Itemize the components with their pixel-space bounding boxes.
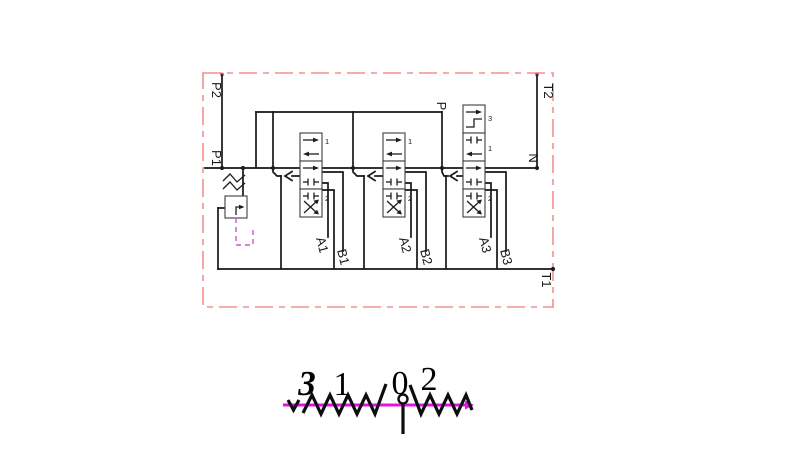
- boundary-box: [202, 72, 554, 308]
- pilot-line: [235, 218, 254, 246]
- valve-1-body: [299, 132, 323, 218]
- selector-position-label-1: 1: [334, 366, 351, 403]
- valve-1-pos-digit: 1: [325, 137, 329, 146]
- port-label-t1: T1: [539, 272, 554, 287]
- valve-3-pos-digit: 3: [488, 114, 492, 123]
- work-port-label-a2: A2: [396, 235, 415, 254]
- check-valve-icon: [284, 170, 301, 182]
- valve-3-pos-digit: 2: [488, 194, 492, 203]
- detent-icon: [286, 399, 301, 414]
- port-label-t2: T2: [541, 83, 556, 98]
- selector-position-label-2: 2: [421, 361, 438, 398]
- valve-2-pos-digit: 2: [408, 194, 412, 203]
- junction-dots: [219, 165, 556, 272]
- spool-selector-symbol: 3 1 0 2: [283, 361, 474, 434]
- work-port-label-b2: B2: [417, 247, 436, 266]
- valve-2-body: [382, 132, 406, 218]
- work-port-labels: A1 B1 A2 B2 A3 B3: [313, 235, 516, 266]
- valve-2-pos-digit: 1: [408, 137, 412, 146]
- valve-1-lines: [272, 167, 344, 269]
- work-port-label-b3: B3: [497, 247, 516, 266]
- left-spring-icon: [301, 383, 388, 419]
- work-port-label-a1: A1: [313, 235, 332, 254]
- port-label-p1: P1: [209, 150, 224, 166]
- valve-3-pos-digit: 1: [488, 144, 492, 153]
- valve-3-body: [462, 104, 486, 218]
- work-port-label-a3: A3: [476, 235, 495, 254]
- relief-spring-icon: [222, 173, 246, 191]
- check-valve-icon: [367, 170, 384, 182]
- lever-icon: [397, 393, 409, 434]
- spool-position-digits: 1 2 1 2 3 1 2: [325, 114, 492, 203]
- valve-1-pos-digit: 2: [325, 194, 329, 203]
- valve-3-lines: [441, 169, 507, 269]
- relief-valve-icon: [217, 167, 254, 246]
- port-label-p: P: [434, 102, 449, 111]
- right-spring-icon: [408, 384, 474, 419]
- port-labels: P2 P1 T2 N P T1: [209, 82, 556, 288]
- selector-position-label-0: 0: [392, 365, 409, 402]
- work-port-label-b1: B1: [334, 247, 353, 266]
- port-label-n: N: [526, 153, 541, 162]
- port-label-p2: P2: [209, 82, 224, 98]
